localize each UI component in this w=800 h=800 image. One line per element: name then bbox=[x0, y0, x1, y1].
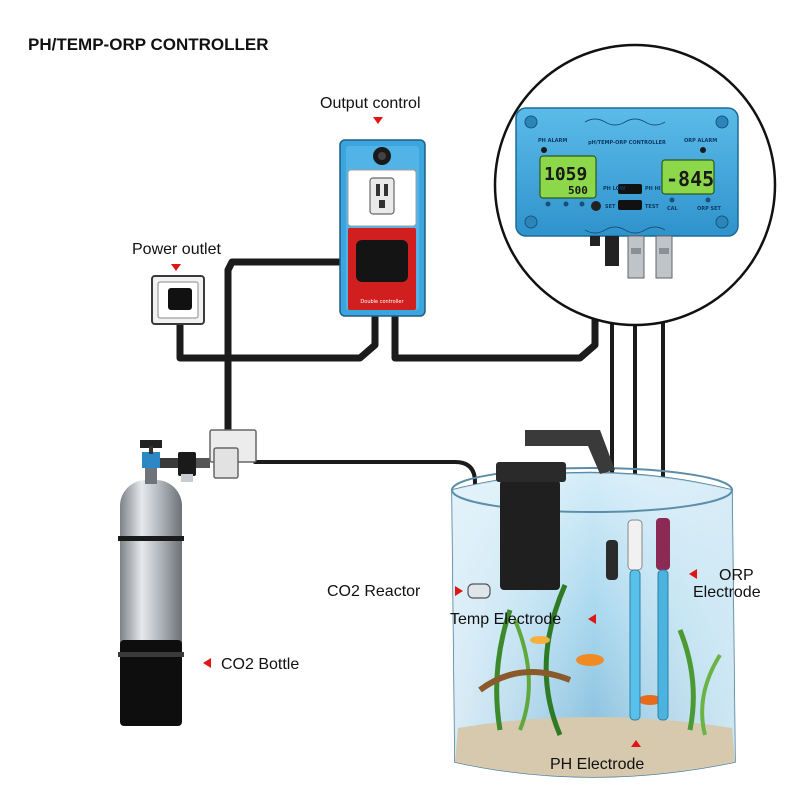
co2-bottle-arrow-icon bbox=[203, 658, 211, 668]
temp-electrode-arrow-icon bbox=[588, 614, 596, 624]
label-co2-reactor: CO2 Reactor bbox=[327, 583, 421, 600]
aquarium bbox=[451, 430, 736, 778]
orp-set-label: ORP SET bbox=[697, 206, 722, 212]
diagram-title: PH/TEMP-ORP CONTROLLER bbox=[28, 35, 269, 54]
label-orp-electrode-line2: Electrode bbox=[693, 584, 761, 601]
test-label: TEST bbox=[645, 204, 659, 210]
ph-hi-label: PH HI bbox=[645, 186, 661, 192]
output-control-arrow-icon bbox=[373, 117, 383, 124]
power-outlet-arrow-icon bbox=[171, 264, 181, 271]
ph-reading: 1059 bbox=[544, 164, 587, 185]
controller-name: pH/TEMP-ORP CONTROLLER bbox=[588, 140, 666, 146]
ph-alarm-label: PH ALARM bbox=[538, 138, 567, 144]
temp-reading: 500 bbox=[568, 184, 588, 197]
orp-electrode-arrow-icon bbox=[689, 569, 697, 579]
co2-reactor-arrow-icon bbox=[455, 586, 463, 596]
switch-box-label: Double controller bbox=[360, 299, 404, 305]
set-label: SET bbox=[605, 204, 616, 210]
ph-electrode-arrow-icon bbox=[631, 740, 641, 747]
ph-low-label: PH LOW bbox=[603, 186, 626, 192]
label-co2-bottle: CO2 Bottle bbox=[221, 656, 299, 673]
controller-zoom: pH/TEMP-ORP CONTROLLER PH ALARM ORP ALAR… bbox=[493, 43, 777, 327]
power-outlet bbox=[151, 275, 205, 325]
orp-reading: -845 bbox=[666, 167, 714, 191]
label-power-outlet: Power outlet bbox=[132, 241, 221, 258]
output-control-box: Double controller bbox=[339, 139, 426, 317]
co2-bottle bbox=[118, 429, 257, 726]
label-orp-electrode-line1: ORP bbox=[719, 567, 754, 584]
label-output-control: Output control bbox=[320, 95, 421, 112]
label-temp-electrode: Temp Electrode bbox=[450, 611, 561, 628]
label-ph-electrode: PH Electrode bbox=[550, 756, 644, 773]
orp-alarm-label: ORP ALARM bbox=[684, 138, 717, 144]
cal-label: CAL bbox=[667, 206, 679, 212]
